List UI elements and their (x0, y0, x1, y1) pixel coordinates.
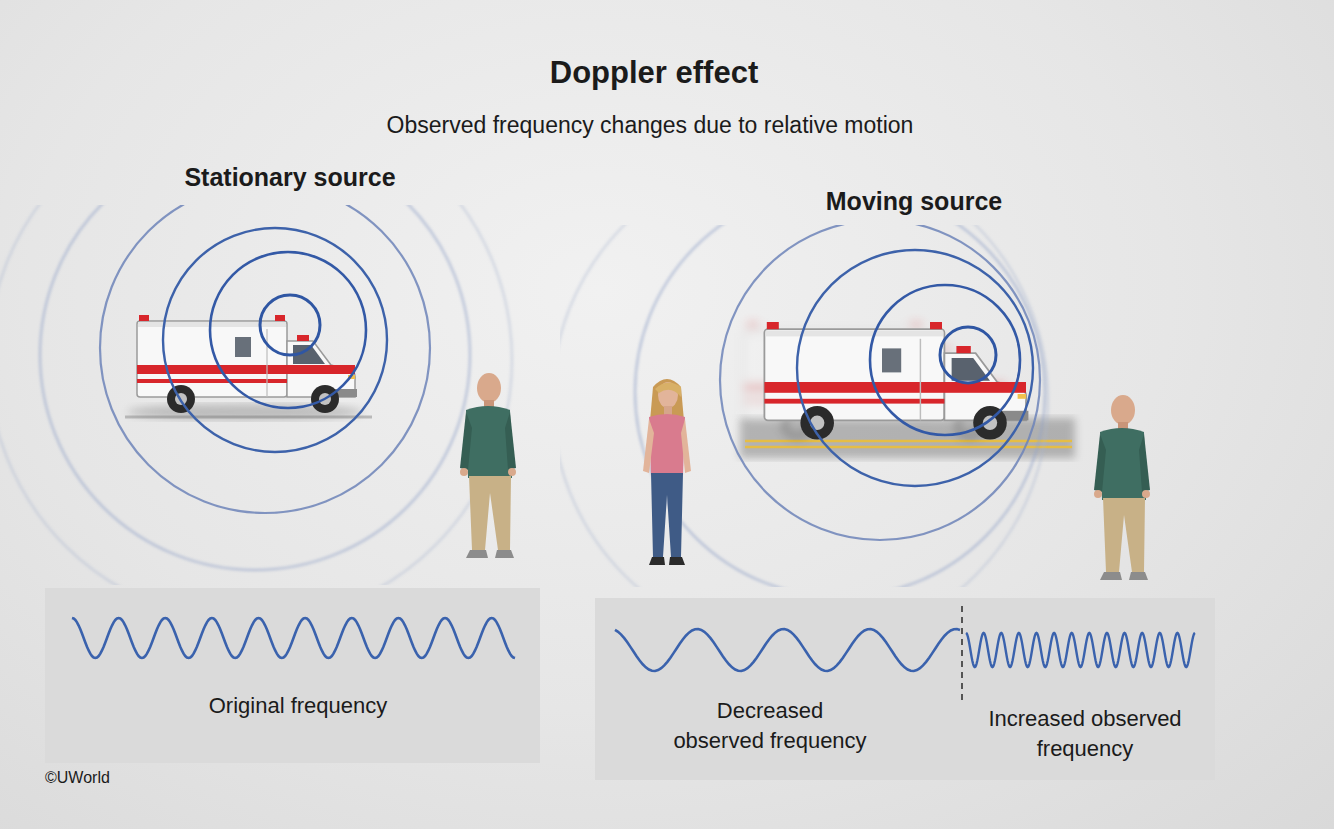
sound-waves (100, 205, 430, 513)
diagram-title: Doppler effect (550, 55, 758, 91)
sound-waves (635, 225, 1045, 587)
stationary-scene (0, 98, 516, 622)
wave-line (615, 629, 960, 671)
panel-caption: Increased observed frequency (987, 704, 1184, 764)
listener-woman (643, 379, 691, 565)
sound-waves (210, 252, 366, 408)
section-heading: Moving source (826, 187, 1002, 216)
listener-man (460, 373, 516, 558)
panel-caption: Original frequency (207, 691, 390, 721)
sound-waves (0, 205, 512, 585)
panel-caption: Decreased observed frequency (672, 696, 869, 756)
sound-waves (797, 250, 1033, 486)
sound-waves (260, 295, 320, 355)
road-line (745, 440, 1072, 443)
sound-waves (0, 205, 512, 585)
panel-background (595, 598, 1215, 780)
wave-line (72, 618, 515, 658)
sound-waves (40, 205, 470, 570)
listener-man (1094, 395, 1150, 580)
section-heading: Stationary source (184, 163, 395, 192)
frequency-panel: Decreased observed frequency Increased ob… (595, 598, 1215, 780)
moving-scene (552, 152, 1150, 648)
sound-waves (163, 228, 387, 452)
divider-line (961, 606, 963, 705)
road-line (745, 446, 1072, 449)
wave-line (966, 633, 1195, 667)
sound-waves (940, 327, 996, 383)
sound-waves (560, 225, 1048, 587)
sound-waves (560, 225, 1048, 587)
frequency-panel: Original frequency (45, 588, 540, 763)
sound-waves (870, 285, 1020, 435)
sound-waves (552, 152, 1048, 648)
sound-waves (720, 225, 1040, 540)
panel-background (45, 588, 540, 763)
subtitle: Observed frequency changes due to relati… (387, 112, 914, 139)
sound-waves (0, 98, 512, 622)
copyright-note: ©UWorld (45, 769, 110, 787)
